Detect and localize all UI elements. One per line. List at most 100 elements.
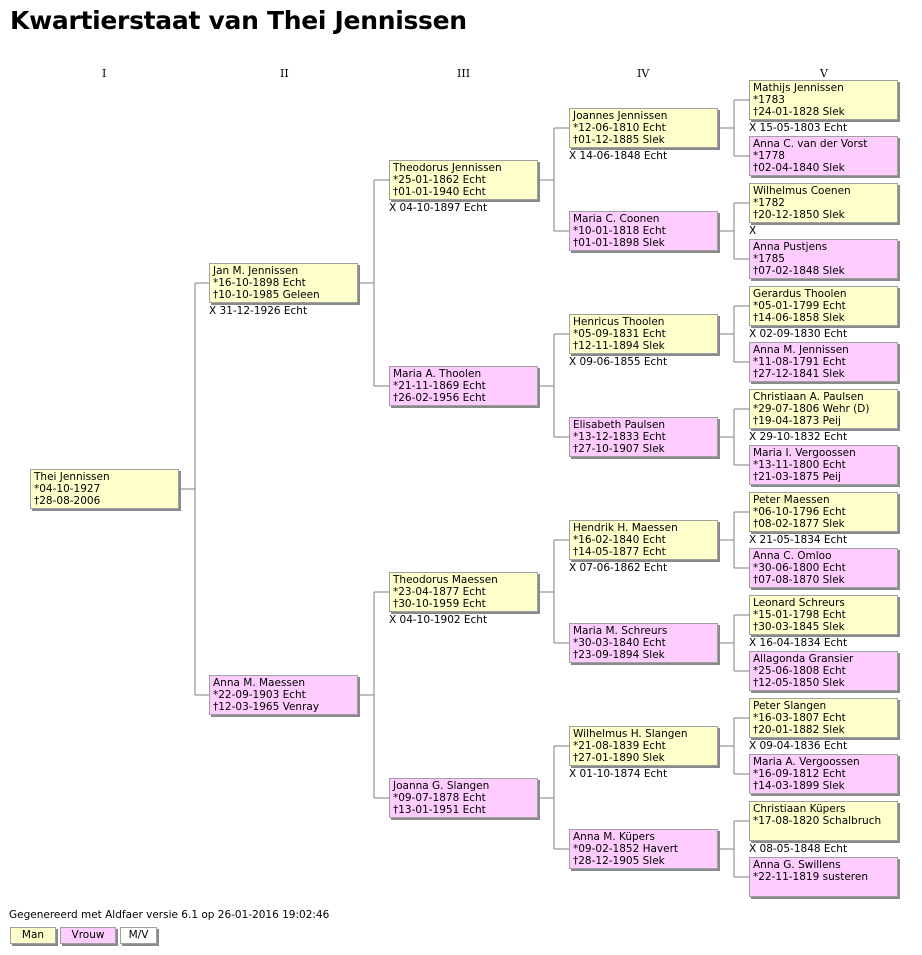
person-name: Joanna G. Slangen [393, 780, 490, 792]
marriage-date: X 15-05-1803 Echt [749, 122, 848, 134]
marriage-date: X 16-04-1834 Echt [749, 637, 848, 649]
person-name: Wilhelmus Coenen [753, 185, 851, 197]
person-life-event: †01-12-1885 Slek [573, 134, 665, 146]
person-box[interactable]: Christiaan Küpers*17-08-1820 Schalbruch [749, 801, 898, 841]
person-box[interactable]: Anna M. Jennissen*11-08-1791 Echt†27-12-… [749, 342, 898, 382]
generation-label: V [820, 67, 828, 80]
person-box[interactable]: Maria M. Schreurs*30-03-1840 Echt†23-09-… [569, 623, 718, 663]
legend-mv: M/V [120, 927, 157, 944]
person-name: Thei Jennissen [34, 471, 110, 483]
person-name: Maria A. Thoolen [393, 368, 482, 380]
person-box[interactable]: Anna M. Maessen*22-09-1903 Echt†12-03-19… [209, 675, 358, 715]
generation-label: I [102, 67, 107, 80]
person-life-event: †19-04-1873 Peij [753, 415, 841, 427]
marriage-date: X 04-10-1897 Echt [389, 202, 488, 214]
person-box[interactable]: Anna C. van der Vorst*1778†02-04-1840 Sl… [749, 136, 898, 176]
person-box[interactable]: Jan M. Jennissen*16-10-1898 Echt†10-10-1… [209, 263, 358, 303]
person-life-event: *17-08-1820 Schalbruch [753, 815, 882, 827]
person-life-event: *16-02-1840 Echt [573, 534, 666, 546]
person-box[interactable]: Theodorus Maessen*23-04-1877 Echt†30-10-… [389, 572, 538, 612]
person-name: Peter Maessen [753, 494, 830, 506]
person-life-event: †14-05-1877 Echt [573, 546, 666, 558]
person-life-event: †30-03-1845 Slek [753, 621, 845, 633]
person-box[interactable]: Joannes Jennissen*12-06-1810 Echt†01-12-… [569, 108, 718, 148]
person-box[interactable]: Elisabeth Paulsen*13-12-1833 Echt†27-10-… [569, 417, 718, 457]
person-name: Anna C. Omloo [753, 550, 832, 562]
person-box[interactable]: Maria C. Coonen*10-01-1818 Echt†01-01-18… [569, 211, 718, 251]
person-life-event: *1778 [753, 150, 785, 162]
person-box[interactable]: Peter Maessen*06-10-1796 Echt†08-02-1877… [749, 492, 898, 532]
marriage-date: X 31-12-1926 Echt [209, 305, 308, 317]
person-life-event: *13-12-1833 Echt [573, 431, 666, 443]
person-box[interactable]: Hendrik H. Maessen*16-02-1840 Echt†14-05… [569, 520, 718, 560]
person-life-event: †01-01-1940 Echt [393, 186, 486, 198]
person-box[interactable]: Mathijs Jennissen*1783†24-01-1828 Slek [749, 80, 898, 120]
person-life-event: †24-01-1828 Slek [753, 106, 845, 118]
person-life-event: *1783 [753, 94, 785, 106]
person-life-event: *30-03-1840 Echt [573, 637, 666, 649]
person-name: Leonard Schreurs [753, 597, 845, 609]
person-life-event: *09-02-1852 Havert [573, 843, 679, 855]
person-name: Anna M. Maessen [213, 677, 306, 689]
person-name: Anna Pustjens [753, 241, 828, 253]
person-life-event: †14-06-1858 Slek [753, 312, 845, 324]
person-box[interactable]: Henricus Thoolen*05-09-1831 Echt†12-11-1… [569, 314, 718, 354]
person-life-event: *10-01-1818 Echt [573, 225, 666, 237]
marriage-date: X 04-10-1902 Echt [389, 614, 488, 626]
generated-note: Gegenereerd met Aldfaer versie 6.1 op 26… [9, 909, 330, 921]
person-life-event: †12-05-1850 Slek [753, 677, 845, 689]
person-box[interactable]: Maria A. Thoolen*21-11-1869 Echt†26-02-1… [389, 366, 538, 406]
person-life-event: †27-10-1907 Slek [573, 443, 665, 455]
person-box[interactable]: Thei Jennissen*04-10-1927†28-08-2006 [30, 469, 179, 509]
person-name: Mathijs Jennissen [753, 82, 844, 94]
marriage-date: X 08-05-1848 Echt [749, 843, 848, 855]
person-box[interactable]: Anna G. Swillens*22-11-1819 susteren [749, 857, 898, 897]
person-box[interactable]: Anna C. Omloo*30-06-1800 Echt†07-08-1870… [749, 548, 898, 588]
marriage-date: X 07-06-1862 Echt [569, 562, 668, 574]
person-box[interactable]: Maria A. Vergoossen*16-09-1812 Echt†14-0… [749, 754, 898, 794]
marriage-date: X 09-06-1855 Echt [569, 356, 668, 368]
person-box[interactable]: Joanna G. Slangen*09-07-1878 Echt†13-01-… [389, 778, 538, 818]
person-life-event: *12-06-1810 Echt [573, 122, 666, 134]
person-box[interactable]: Theodorus Jennissen*25-01-1862 Echt†01-0… [389, 160, 538, 200]
person-box[interactable]: Wilhelmus Coenen*1782†20-12-1850 Slek [749, 183, 898, 223]
person-life-event: †07-08-1870 Slek [753, 574, 845, 586]
person-box[interactable]: Christiaan A. Paulsen*29-07-1806 Wehr (D… [749, 389, 898, 429]
page-title: Kwartierstaat van Thei Jennissen [10, 6, 467, 35]
person-life-event: *11-08-1791 Echt [753, 356, 846, 368]
marriage-date: X 01-10-1874 Echt [569, 768, 668, 780]
person-name: Maria M. Schreurs [573, 625, 668, 637]
person-life-event: †21-03-1875 Peij [753, 471, 841, 483]
person-box[interactable]: Wilhelmus H. Slangen*21-08-1839 Echt†27-… [569, 726, 718, 766]
person-life-event: †12-03-1965 Venray [213, 701, 320, 713]
person-life-event: *22-11-1819 susteren [753, 871, 868, 883]
person-name: Christiaan A. Paulsen [753, 391, 864, 403]
marriage-date: X 02-09-1830 Echt [749, 328, 848, 340]
marriage-date: X 29-10-1832 Echt [749, 431, 848, 443]
person-name: Wilhelmus H. Slangen [573, 728, 688, 740]
person-box[interactable]: Gerardus Thoolen*05-01-1799 Echt†14-06-1… [749, 286, 898, 326]
marriage-date: X 21-05-1834 Echt [749, 534, 848, 546]
person-box[interactable]: Anna Pustjens*1785†07-02-1848 Slek [749, 239, 898, 279]
person-life-event: *05-09-1831 Echt [573, 328, 666, 340]
person-life-event: *25-06-1808 Echt [753, 665, 846, 677]
person-life-event: *1785 [753, 253, 785, 265]
person-life-event: †01-01-1898 Slek [573, 237, 665, 249]
person-life-event: *09-07-1878 Echt [393, 792, 486, 804]
person-box[interactable]: Leonard Schreurs*15-01-1798 Echt†30-03-1… [749, 595, 898, 635]
person-life-event: *16-09-1812 Echt [753, 768, 846, 780]
person-life-event: †14-03-1899 Slek [753, 780, 845, 792]
person-box[interactable]: Maria I. Vergoossen*13-11-1800 Echt†21-0… [749, 445, 898, 485]
person-life-event: †10-10-1985 Geleen [213, 289, 320, 301]
person-life-event: †02-04-1840 Slek [753, 162, 845, 174]
person-name: Gerardus Thoolen [753, 288, 847, 300]
person-life-event: †23-09-1894 Slek [573, 649, 665, 661]
person-box[interactable]: Peter Slangen*16-03-1807 Echt†20-01-1882… [749, 698, 898, 738]
person-life-event: *16-10-1898 Echt [213, 277, 306, 289]
person-life-event: †20-01-1882 Slek [753, 724, 845, 736]
person-box[interactable]: Anna M. Küpers*09-02-1852 Havert†28-12-1… [569, 829, 718, 869]
person-box[interactable]: Allagonda Gransier*25-06-1808 Echt†12-05… [749, 651, 898, 691]
person-name: Peter Slangen [753, 700, 827, 712]
person-life-event: †30-10-1959 Echt [393, 598, 486, 610]
